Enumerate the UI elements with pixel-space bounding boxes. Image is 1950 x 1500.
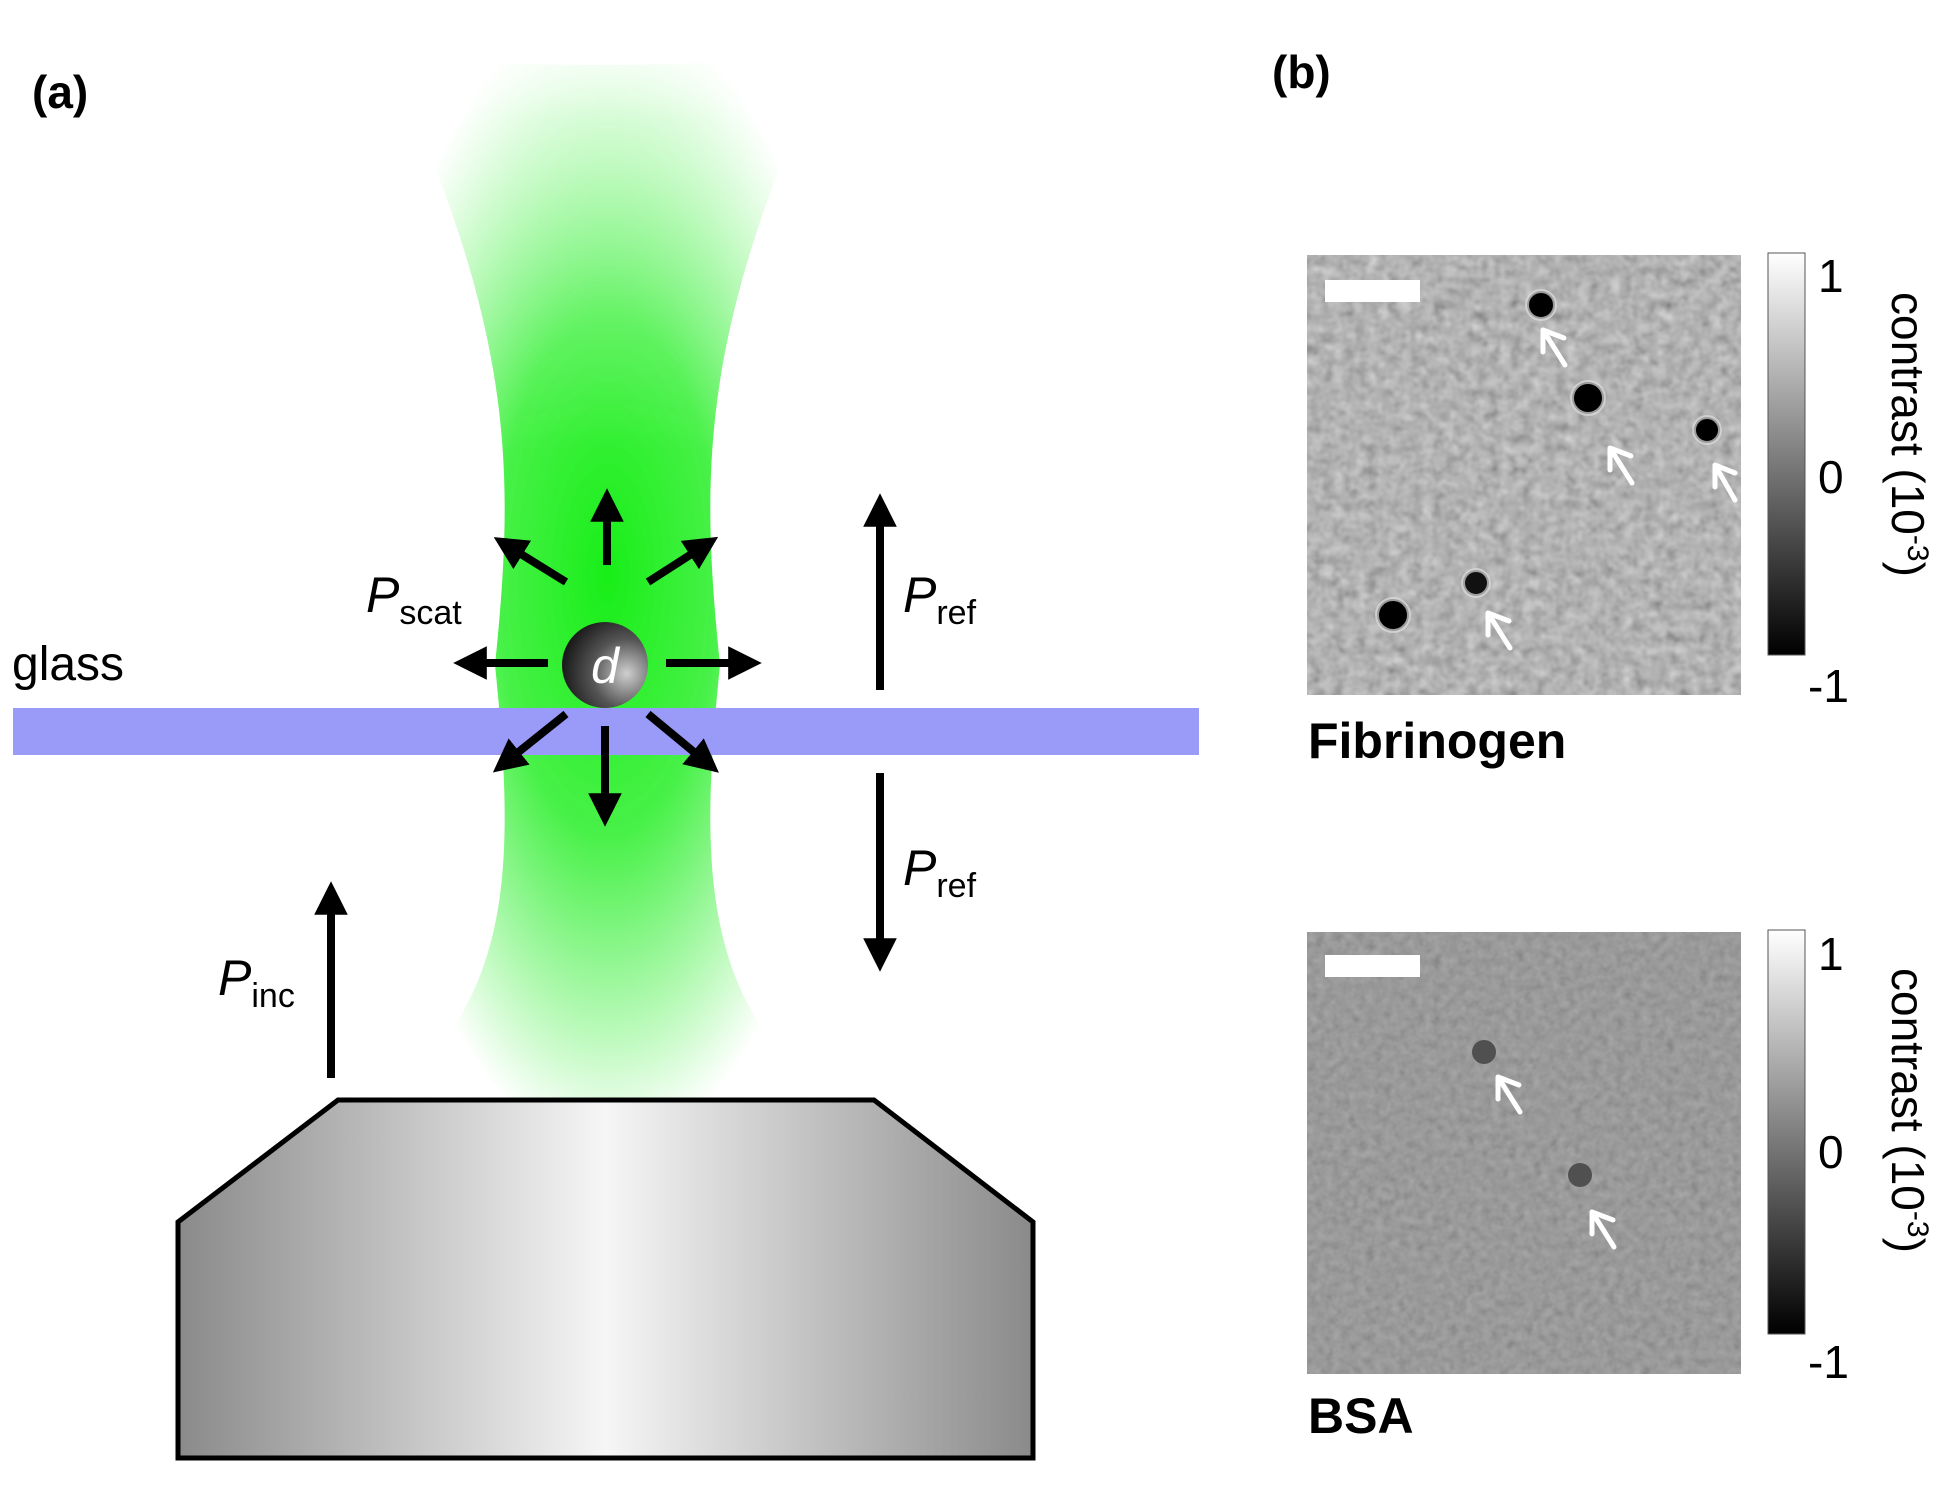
- bsa-image: 1 0 -1 contrast (10-3) BSA: [1307, 928, 1934, 1444]
- panel-a-label: (a): [32, 66, 88, 118]
- particle-spots: [1375, 289, 1722, 633]
- scatter-arrow-up-right: [645, 536, 719, 586]
- scale-bar: [1325, 955, 1420, 977]
- bsa-caption: BSA: [1308, 1388, 1414, 1444]
- particle-label: d: [591, 638, 621, 694]
- white-pointer-arrows: [1495, 1074, 1617, 1250]
- particle-spots: [1472, 1040, 1592, 1187]
- panel-a: (a) glass d Pscat Pref: [12, 50, 1199, 1461]
- scale-bar: [1325, 280, 1420, 302]
- colorbar-min: -1: [1808, 660, 1849, 712]
- colorbar-axis-label: contrast (10-3): [1882, 292, 1934, 577]
- colorbar-mid: 0: [1818, 1126, 1844, 1178]
- p-ref-up-label: Pref: [903, 567, 977, 632]
- fibrinogen-caption: Fibrinogen: [1308, 713, 1566, 769]
- scatter-arrow-down-left: [492, 710, 569, 773]
- objective-lens: [175, 1097, 1036, 1461]
- colorbar-mid: 0: [1818, 451, 1844, 503]
- colorbar: [1767, 252, 1806, 656]
- glass-label: glass: [12, 638, 124, 691]
- colorbar-axis-label: contrast (10-3): [1882, 968, 1934, 1253]
- colorbar: [1767, 929, 1806, 1335]
- p-ref-down-label: Pref: [903, 840, 977, 905]
- laser-beam: [385, 50, 830, 1100]
- white-pointer-arrows: [1485, 327, 1738, 651]
- scatter-arrow-up-left: [493, 537, 569, 586]
- p-inc-label: Pinc: [218, 950, 295, 1015]
- panel-b: (b) 1 0 -1 contrast (: [1272, 46, 1934, 1444]
- scattering-arrows: [453, 488, 762, 827]
- panel-b-label: (b): [1272, 46, 1331, 98]
- scatter-arrow-down-right: [645, 710, 719, 773]
- fibrinogen-image: 1 0 -1 contrast (10-3) Fibrinogen: [1307, 250, 1934, 769]
- p-scat-label: Pscat: [366, 567, 462, 632]
- nanoparticle: [562, 622, 648, 708]
- colorbar-min: -1: [1808, 1336, 1849, 1388]
- colorbar-max: 1: [1818, 250, 1844, 302]
- colorbar-max: 1: [1818, 928, 1844, 980]
